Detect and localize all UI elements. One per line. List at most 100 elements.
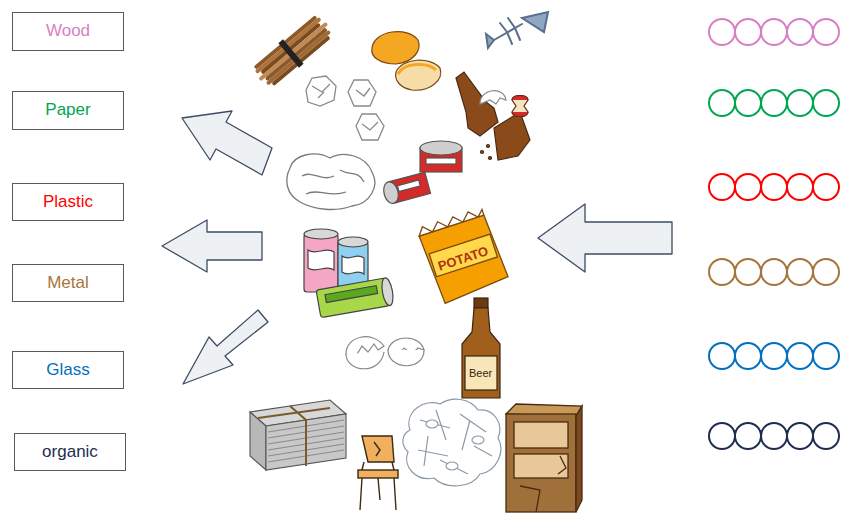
fish-bone (507, 32, 512, 44)
beer-bottle (474, 298, 488, 308)
stick-bundle (269, 33, 329, 83)
broken-chair (392, 462, 394, 470)
token-circles (813, 90, 839, 116)
plastic-bottle-pile (426, 420, 438, 428)
bottle-label: Beer (469, 368, 492, 379)
token-circles (787, 343, 813, 369)
category-label: Paper (45, 100, 90, 120)
token-circles (761, 90, 787, 116)
category-box: Metal (12, 264, 124, 302)
snack-pieces (372, 32, 419, 64)
token-circles (709, 423, 839, 449)
token-circles (709, 19, 735, 45)
egg-shell (480, 91, 506, 104)
paper-balls (312, 84, 330, 98)
snack-pieces (396, 60, 441, 90)
category-box: Wood (12, 12, 124, 51)
category-box: Paper (12, 91, 124, 130)
egg-shells (346, 337, 424, 369)
drink-cans (380, 277, 395, 306)
plastic-bottle-pile (418, 410, 492, 474)
sort-arrow (183, 310, 268, 384)
broken-bottle (489, 157, 492, 160)
token-circles (761, 343, 787, 369)
token-circles (787, 19, 813, 45)
token-circles (709, 259, 735, 285)
broken-bottle (456, 72, 530, 160)
input-arrow (538, 204, 672, 272)
chips-bag (417, 208, 484, 237)
drink-cans (325, 286, 378, 303)
broken-shelf (514, 454, 568, 478)
token-circles (709, 259, 839, 285)
stick-bundle (261, 25, 325, 79)
broken-shelf (520, 486, 540, 512)
plastic-bottle-pile (446, 462, 458, 470)
broken-chair (360, 478, 362, 510)
tin-cans (420, 141, 462, 155)
broken-shelf (514, 422, 568, 448)
fish-bone (508, 18, 515, 28)
apple-core (512, 96, 528, 117)
token-circles (709, 423, 735, 449)
token-circles (761, 423, 787, 449)
broken-chair (394, 478, 396, 510)
token-circles (709, 343, 735, 369)
token-circles (787, 174, 813, 200)
token-circles (709, 174, 839, 200)
paper-balls (356, 88, 370, 96)
token-circles (709, 90, 839, 116)
broken-shelf (506, 404, 582, 512)
chips-bag (417, 206, 510, 304)
drink-cans (316, 278, 390, 318)
tin-cans (381, 172, 430, 205)
newspaper-stack (250, 412, 266, 470)
category-box: Plastic (12, 183, 124, 221)
beer-bottle (462, 308, 500, 398)
category-box: Glass (12, 351, 124, 389)
category-label: Glass (46, 360, 89, 380)
token-circles (735, 259, 761, 285)
broken-chair (362, 462, 364, 470)
broken-shelf (558, 456, 566, 474)
token-circles (761, 174, 787, 200)
paper-balls (306, 76, 384, 140)
egg-shells (388, 350, 424, 366)
apple-core (512, 112, 528, 117)
token-circles (709, 19, 839, 45)
token-circles (813, 259, 839, 285)
newspaper-stack (250, 400, 346, 470)
stick-bundle (278, 39, 303, 67)
token-circles (787, 423, 813, 449)
fish-bone (522, 12, 548, 32)
sort-arrow (182, 111, 272, 175)
plastic-bottle-pile (403, 399, 501, 486)
drink-cans (304, 229, 338, 239)
plastic-bag (302, 170, 364, 194)
tin-cans (381, 180, 400, 205)
apple-core (512, 96, 528, 101)
token-circles (735, 423, 761, 449)
chips-bag (419, 214, 510, 305)
drink-cans (316, 277, 395, 318)
token-circles (787, 90, 813, 116)
token-circles (709, 19, 839, 449)
snack-pieces (372, 32, 441, 91)
drink-cans (308, 250, 334, 270)
drink-cans (338, 237, 368, 247)
fish-bone (486, 12, 548, 48)
token-circles (709, 343, 839, 369)
token-circles (709, 174, 735, 200)
broken-chair (374, 442, 380, 456)
drink-cans (304, 234, 338, 292)
paper-balls (306, 76, 336, 106)
token-circles (813, 19, 839, 45)
category-label: Plastic (43, 192, 93, 212)
drink-cans (342, 256, 364, 274)
input-arrow (538, 204, 672, 272)
token-circles (735, 174, 761, 200)
token-circles (735, 343, 761, 369)
token-circles (813, 174, 839, 200)
egg-shells (346, 352, 384, 369)
broken-bottle (487, 145, 490, 148)
